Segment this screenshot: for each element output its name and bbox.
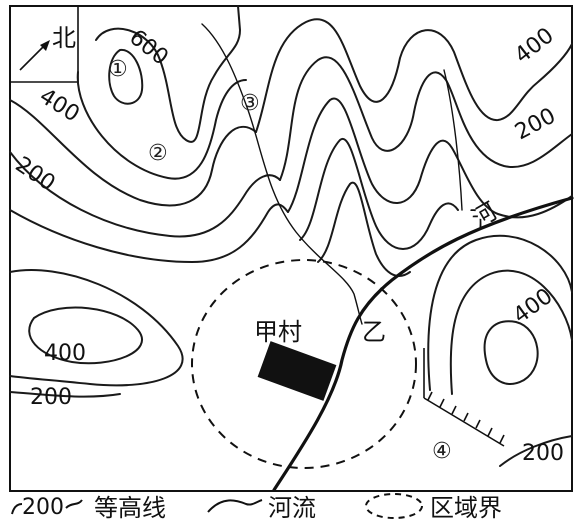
label-200-sw: 200 — [30, 385, 72, 410]
north-label: 北 — [52, 24, 76, 52]
label-200-se: 200 — [522, 441, 564, 466]
legend-river-text: 河流 — [268, 494, 316, 522]
marker-2: ② — [148, 141, 168, 166]
contour-w-lower — [9, 203, 289, 263]
contour-ne-5 — [317, 181, 411, 277]
contour-0-nw — [9, 99, 257, 207]
legend: 200 等高线 河流 区域界 — [11, 493, 502, 522]
contour-ne-1 — [255, 18, 573, 133]
label-400-nw: 400 — [35, 84, 84, 127]
contour-w-200 — [9, 151, 281, 238]
contour-ne-4 — [299, 137, 459, 250]
cliff-hatching — [423, 348, 505, 447]
legend-area-icon — [365, 493, 423, 519]
north-arrow-icon — [19, 43, 47, 71]
contour-se-base — [499, 435, 573, 467]
label-400-sw: 400 — [44, 341, 86, 366]
contour-ne-2 — [279, 56, 573, 181]
main-river — [272, 196, 574, 492]
contour-sw-base — [9, 391, 121, 398]
marker-1: ① — [108, 57, 128, 82]
contour-400-nw — [95, 5, 241, 143]
contour-se-200 — [427, 234, 573, 391]
tributary-2 — [443, 69, 463, 211]
map-frame — [9, 5, 573, 492]
point-yi-label: 乙 — [362, 318, 386, 346]
study-area-boundary — [191, 259, 417, 469]
legend-contour-value: 200 — [22, 495, 64, 520]
marker-3: ③ — [240, 91, 260, 116]
river-label: 河 — [467, 197, 502, 233]
village-label: 甲村 — [254, 318, 302, 346]
contour-600-closed — [108, 48, 144, 105]
contour-200-nw — [76, 71, 247, 180]
label-200-w: 200 — [11, 152, 60, 196]
tributary — [201, 23, 363, 325]
label-200-ne: 200 — [511, 104, 560, 146]
contour-sw-200 — [9, 269, 184, 387]
legend-area-text: 区域界 — [430, 494, 502, 522]
village-block — [257, 341, 337, 401]
contour-se-400 — [449, 269, 573, 395]
legend-contour-text: 等高线 — [94, 494, 166, 522]
marker-4: ④ — [432, 439, 452, 464]
contour-sw-400-closed — [28, 306, 143, 365]
north-arrow: 北 — [10, 6, 79, 83]
contour-ne-3 — [287, 97, 573, 219]
label-400-ne: 400 — [510, 23, 558, 69]
legend-river-icon — [207, 499, 263, 513]
contour-se-600-closed — [483, 320, 539, 385]
